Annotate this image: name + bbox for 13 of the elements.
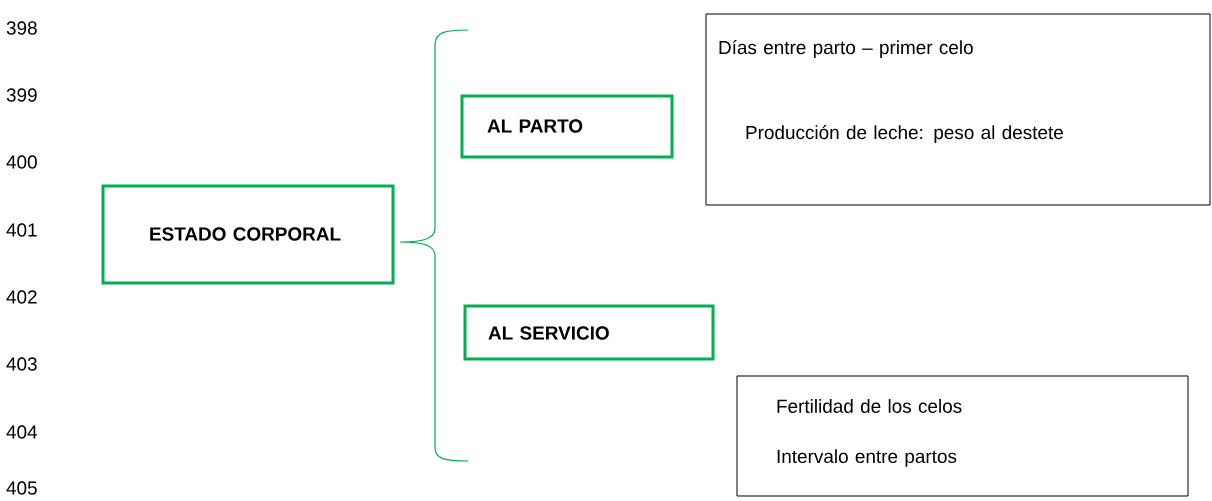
category-box: ESTADO CORPORAL [101, 184, 395, 285]
line-number: 402 [6, 290, 37, 304]
line-number: 403 [6, 357, 37, 371]
line-number: 400 [6, 155, 37, 169]
line-number: 405 [6, 481, 37, 495]
category-box: AL PARTO [460, 94, 674, 159]
note-box: Fertilidad de los celos Intervalo entre partos [736, 375, 1189, 497]
line-number: 401 [6, 223, 37, 237]
line-number: 398 [6, 21, 37, 35]
note-box: Días entre parto – primer celo Producción de leche: peso al destete [705, 13, 1211, 206]
category-box: AL SERVICIO [463, 304, 715, 361]
line-number: 399 [6, 88, 37, 102]
line-number: 404 [6, 425, 38, 439]
